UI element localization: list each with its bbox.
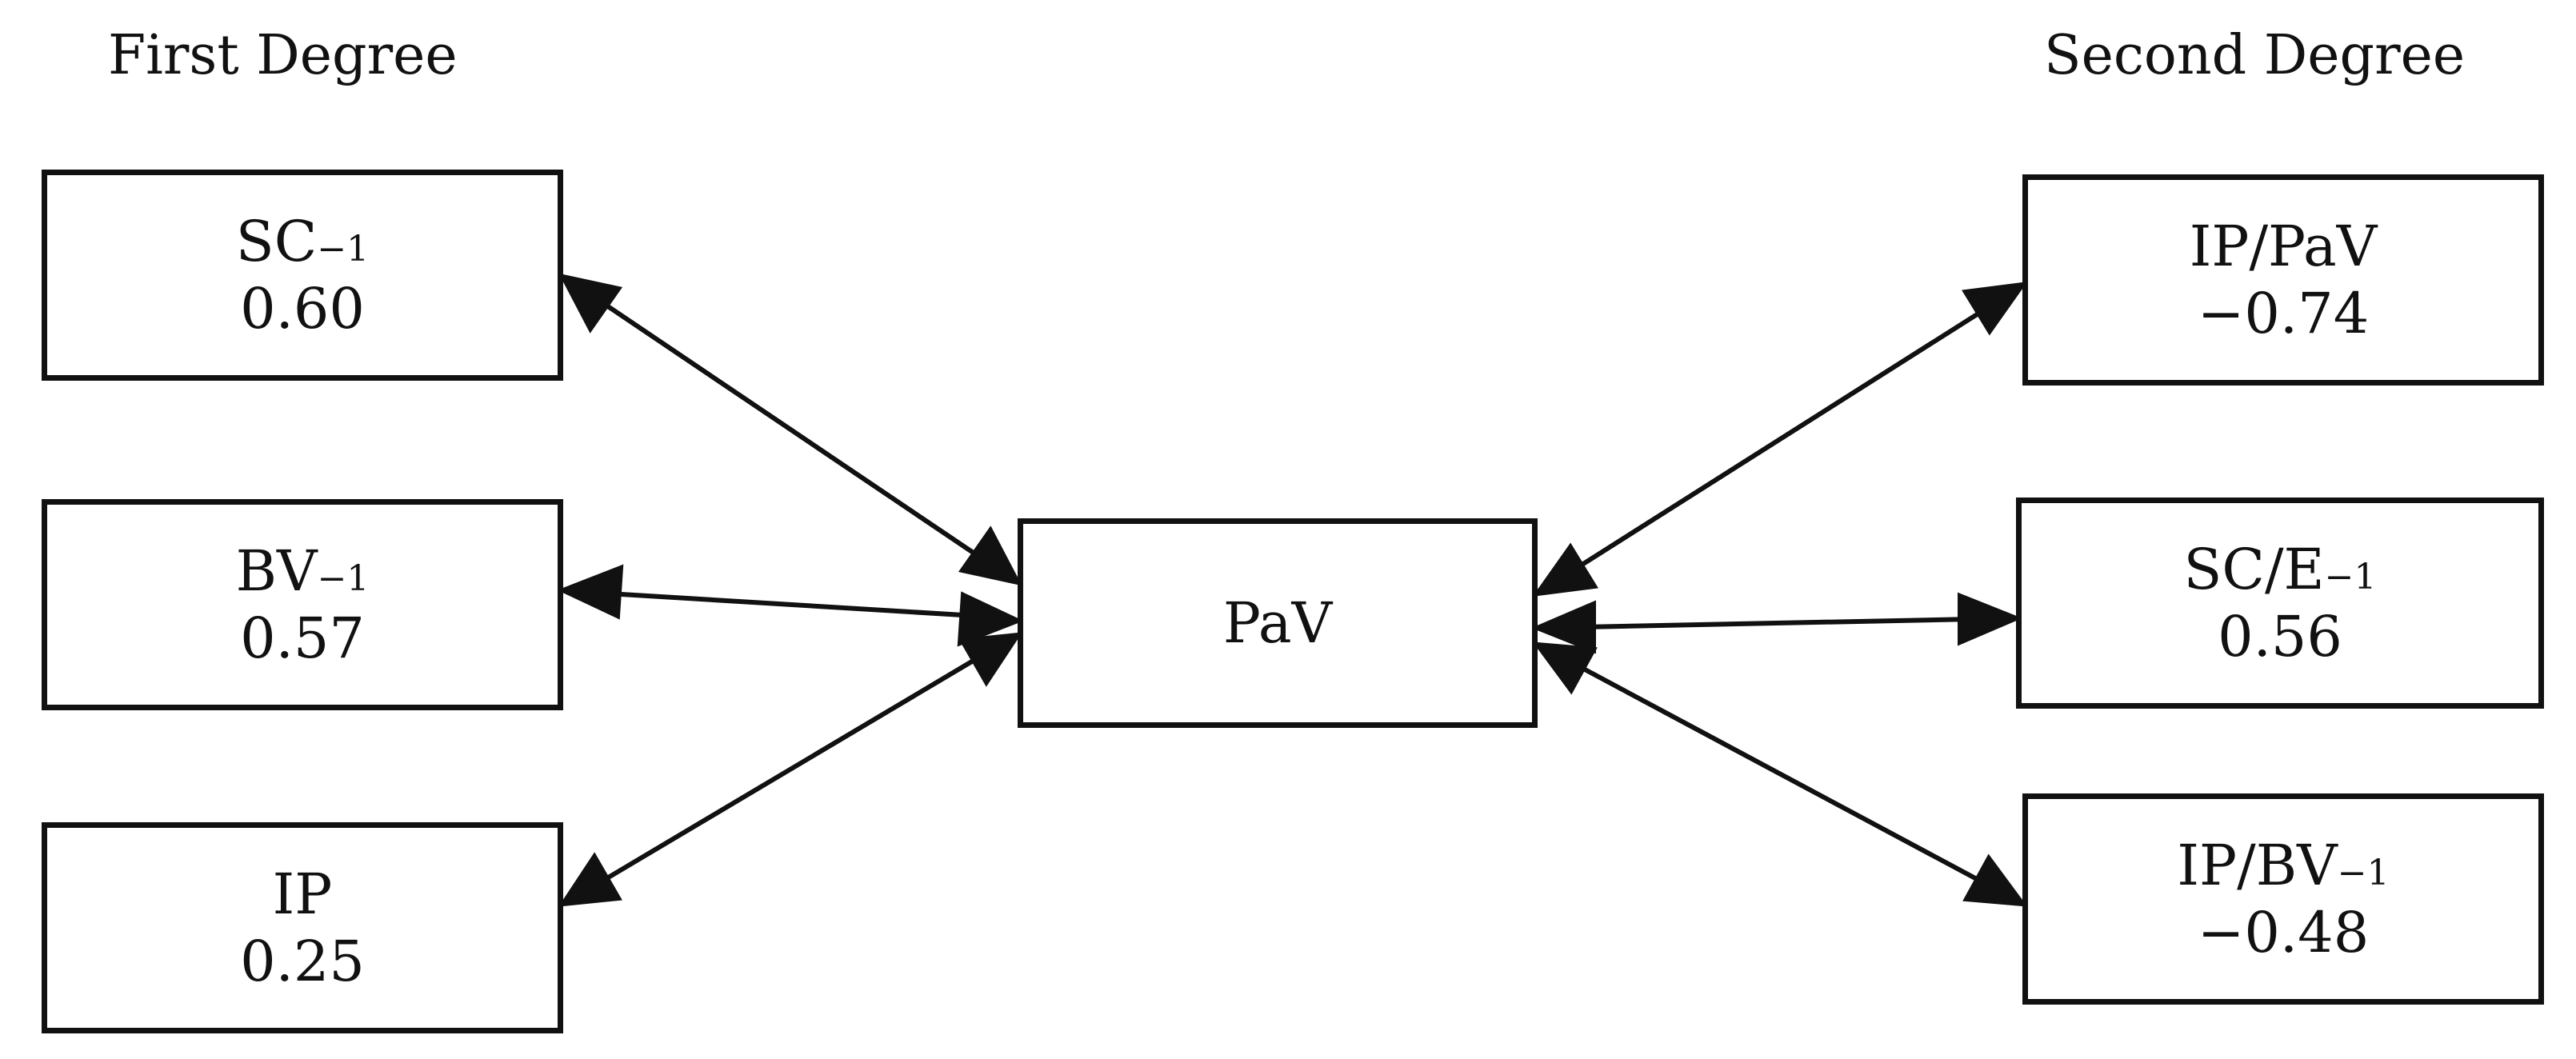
arrow-sc1-pav: [597, 298, 986, 562]
arrowhead-pav-sc1: [958, 526, 1022, 586]
arrow-bv1-pav: [607, 591, 977, 618]
arrowhead-pav-ipbv1: [1532, 641, 1598, 695]
second-degree-heading: Second Degree: [2044, 24, 2466, 87]
bv-1-box: BV−1 0.57: [42, 499, 563, 710]
ip-bv-1-value: −0.48: [2197, 900, 2370, 965]
arrowhead-pav-ip: [958, 632, 1022, 687]
sc-1-label: SC−1: [235, 209, 370, 274]
ip-label: IP: [272, 861, 333, 927]
sc-e-1-value: 0.56: [2218, 604, 2342, 669]
bv-1-label: BV−1: [235, 538, 370, 604]
arrowhead-bv1: [557, 564, 624, 620]
bv-1-value: 0.57: [240, 605, 365, 671]
ip-box: IP 0.25: [42, 822, 563, 1033]
ip-pav-box: IP/PaV −0.74: [2022, 174, 2544, 386]
arrow-ip-pav: [600, 652, 986, 884]
arrow-ippav-pav: [1573, 306, 1989, 572]
arrowhead-pav-sce1: [1531, 600, 1596, 654]
arrowhead-ipbv1: [1962, 853, 2028, 907]
ip-bv-1-box: IP/BV−1 −0.48: [2022, 793, 2544, 1005]
arrowhead-sce1: [1958, 592, 2022, 646]
arrowhead-ippav: [1962, 282, 2028, 336]
arrowhead-pav-bv1: [957, 591, 1024, 647]
ip-value: 0.25: [240, 929, 365, 994]
arrowhead-ip: [558, 852, 622, 907]
first-degree-heading: First Degree: [108, 24, 458, 87]
arrowhead-pav-ippav: [1532, 542, 1598, 597]
ip-pav-label: IP/PaV: [2189, 214, 2378, 279]
ip-bv-1-label: IP/BV−1: [2177, 833, 2390, 898]
arrowhead-sc1: [558, 273, 623, 334]
ip-pav-value: −0.74: [2197, 281, 2370, 346]
arrow-sce1-pav: [1582, 617, 1974, 629]
pav-label: PaV: [1222, 590, 1333, 656]
arrow-ipbv1-pav: [1573, 661, 1989, 887]
sc-1-box: SC−1 0.60: [42, 170, 563, 381]
sc-1-value: 0.60: [240, 276, 365, 342]
sc-e-1-box: SC/E−1 0.56: [2016, 498, 2544, 709]
sc-e-1-label: SC/E−1: [2183, 537, 2377, 602]
pav-center-box: PaV: [1018, 518, 1538, 728]
